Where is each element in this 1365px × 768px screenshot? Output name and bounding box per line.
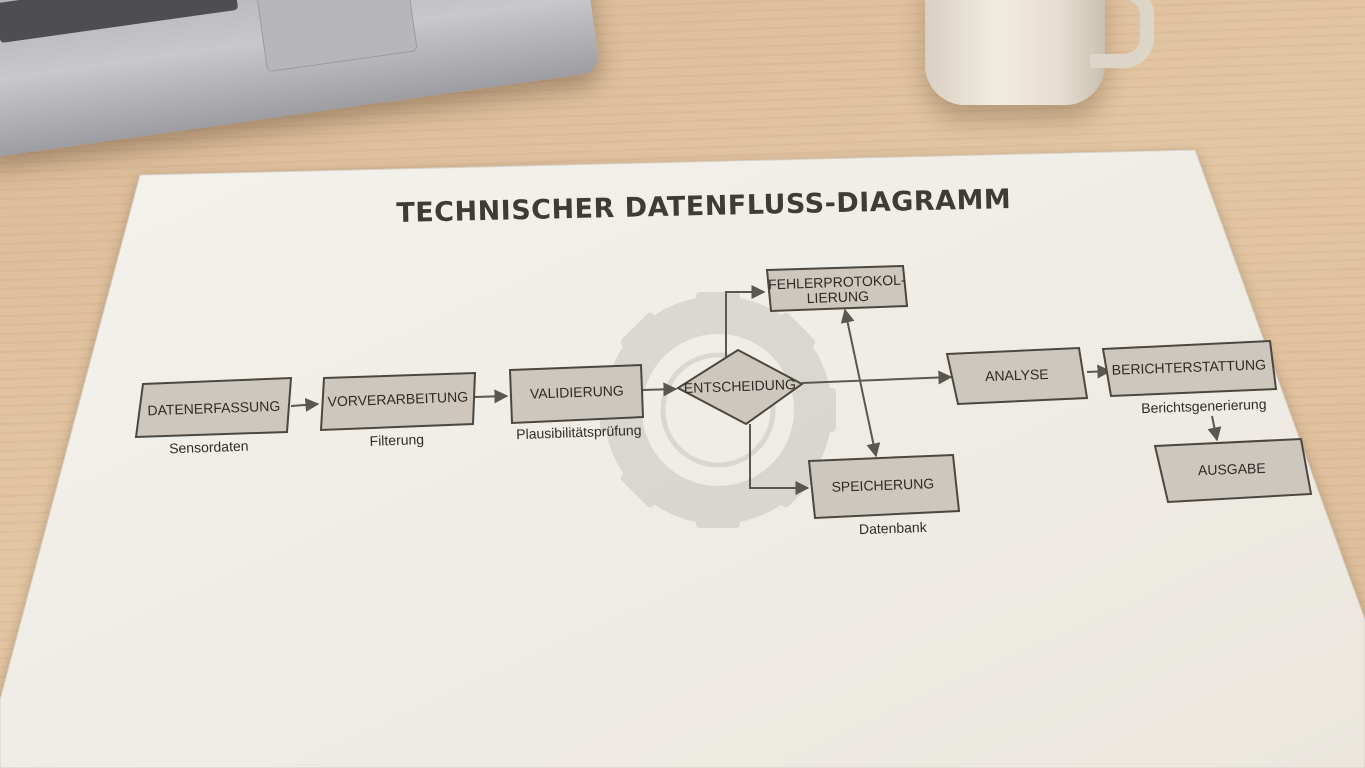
node-label-line2: LIERUNG [806,288,869,306]
node-sublabel: Filterung [369,431,424,449]
node-entscheidung: ENTSCHEIDUNG [676,348,804,426]
node-validierung: VALIDIERUNG Plausibilitätsprüfung [508,363,645,442]
node-sublabel: Plausibilitätsprüfung [516,422,642,442]
node-fehlerprotokollierung: FEHLERPROTOKOL- LIERUNG [765,264,909,313]
edge-entscheidung-fehlerprotokollierung [725,285,766,362]
node-label: VALIDIERUNG [530,382,624,401]
node-datenerfassung: DATENERFASSUNG Sensordaten [134,376,293,457]
edge-validierung-entscheidung [641,382,678,397]
node-ausgabe: AUSGABE [1153,437,1313,504]
edge-fehlerprotokollierung-speicherung [840,308,881,458]
node-sublabel: Berichtsgenerierung [1141,396,1267,416]
node-label: ANALYSE [985,366,1049,384]
node-vorverarbeitung: VORVERARBEITUNG Filterung [319,371,477,449]
node-label: AUSGABE [1198,460,1266,478]
node-speicherung: SPEICHERUNG Datenbank [807,453,961,537]
edge-berichterstattung-ausgabe [1207,415,1222,442]
mug-handle [1090,0,1154,68]
edge-entscheidung-speicherung [749,424,810,495]
edge-vorverarbeitung-validierung [474,389,509,404]
node-analyse: ANALYSE [945,346,1089,406]
node-label: ENTSCHEIDUNG [684,376,797,396]
node-berichterstattung: BERICHTERSTATTUNG Berichtsgenerierung [1101,339,1278,416]
node-label-line1: FEHLERPROTOKOL- [768,272,906,293]
node-label: SPEICHERUNG [831,475,934,495]
node-label: VORVERARBEITUNG [327,389,468,410]
coffee-mug [925,0,1154,105]
node-sublabel: Sensordaten [169,438,249,457]
node-sublabel: Datenbank [859,519,928,537]
edge-datenerfassung-vorverarbeitung [290,397,320,412]
edges [290,285,1222,495]
node-label: DATENERFASSUNG [147,398,280,419]
node-label: BERICHTERSTATTUNG [1111,356,1266,377]
paper [0,149,1365,768]
